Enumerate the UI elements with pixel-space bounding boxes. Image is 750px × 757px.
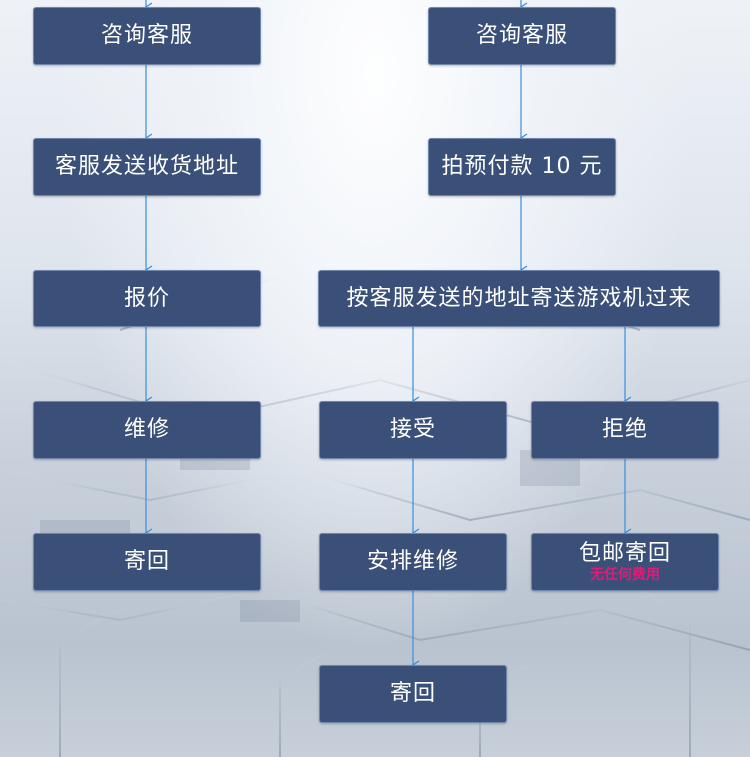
- node-label: 拒绝: [601, 417, 648, 442]
- node-left-consult: 咨询客服: [33, 7, 261, 65]
- node-right-ship-machine: 按客服发送的地址寄送游戏机过来: [318, 270, 720, 327]
- node-label: 寄回: [123, 549, 170, 574]
- node-label: 拍预付款 10 元: [441, 154, 603, 179]
- node-right-reject: 拒绝: [531, 401, 719, 459]
- node-right-prepay: 拍预付款 10 元: [428, 138, 616, 196]
- free-of-charge-note: 无任何费用: [590, 567, 660, 583]
- node-label: 客服发送收货地址: [54, 154, 239, 179]
- node-left-quote: 报价: [33, 270, 261, 327]
- node-left-send-address: 客服发送收货地址: [33, 138, 261, 196]
- node-right-accept: 接受: [319, 401, 507, 459]
- node-label: 报价: [123, 285, 170, 311]
- node-label: 寄回: [389, 681, 436, 706]
- node-label: 包邮寄回: [578, 541, 671, 566]
- node-right-return: 寄回: [319, 665, 507, 723]
- node-left-return: 寄回: [33, 533, 261, 591]
- node-label: 维修: [123, 417, 170, 442]
- node-right-return-free: 包邮寄回 无任何费用: [531, 533, 719, 591]
- node-label: 安排维修: [366, 549, 459, 574]
- node-label: 咨询客服: [475, 23, 568, 48]
- node-right-consult: 咨询客服: [428, 7, 616, 65]
- node-left-repair: 维修: [33, 401, 261, 459]
- node-label: 咨询客服: [100, 23, 193, 48]
- node-label: 接受: [389, 417, 436, 442]
- node-label: 按客服发送的地址寄送游戏机过来: [346, 285, 692, 311]
- node-right-arrange-repair: 安排维修: [319, 533, 507, 591]
